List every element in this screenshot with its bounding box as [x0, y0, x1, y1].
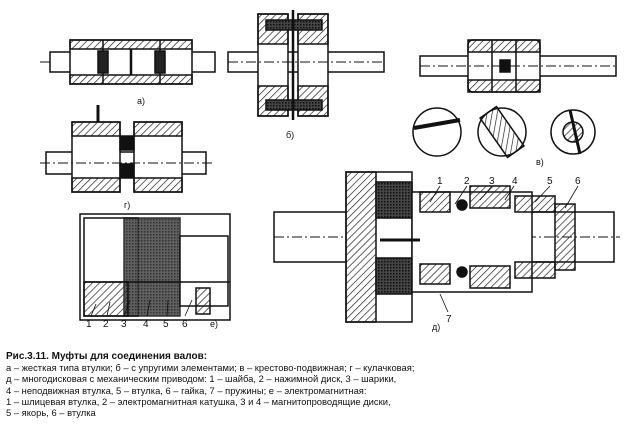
d-callout-1: 1 [437, 176, 443, 187]
panel-g-label: г) [124, 200, 130, 210]
panel-v-drawing [412, 39, 617, 159]
panel-d-drawing [273, 171, 620, 323]
panel-b-drawing [227, 10, 385, 120]
e-callout-4: 4 [143, 319, 149, 330]
caption-line-5: 5 – якорь, 6 – втулка [6, 407, 96, 419]
e-callout-2: 2 [103, 319, 109, 330]
e-callout-1: 1 [86, 319, 92, 330]
caption-line-1: а – жесткая типа втулки; б – с упругими … [6, 362, 415, 374]
panel-e-drawing [79, 213, 231, 321]
d-callout-6: 6 [575, 176, 581, 187]
panel-e-callouts [90, 299, 193, 317]
d-callout-7: 7 [446, 314, 452, 325]
coupling-figure: а) б) в) [40, 10, 620, 332]
panel-d-label: д) [432, 322, 440, 332]
e-callout-3: 3 [121, 319, 127, 330]
panel-e-label: е) [210, 319, 218, 329]
d-callout-5: 5 [547, 176, 553, 187]
e-callout-5: 5 [163, 319, 169, 330]
d-callout-2: 2 [464, 176, 470, 187]
caption-line-3: 4 – неподвижная втулка, 5 – втулка, 6 – … [6, 384, 367, 396]
panel-a-drawing [40, 39, 216, 85]
panel-g-drawing [40, 105, 212, 193]
e-callout-6: 6 [182, 319, 188, 330]
caption-title: Рис.3.11. Муфты для соединения валов: [6, 351, 208, 362]
caption-line-4: 1 – шлицевая втулка, 2 – электромагнитна… [6, 395, 391, 407]
panel-v-label: в) [536, 157, 544, 167]
panel-a-label: а) [137, 96, 145, 106]
panel-b-label: б) [286, 130, 294, 140]
figure-caption: Рис.3.11. Муфты для соединения валов: а … [6, 351, 636, 418]
d-callout-3: 3 [489, 176, 495, 187]
d-callout-4: 4 [512, 176, 518, 187]
panel-d-callouts [429, 185, 579, 313]
caption-line-2: д – многодисковая с механическим приводо… [6, 373, 397, 385]
